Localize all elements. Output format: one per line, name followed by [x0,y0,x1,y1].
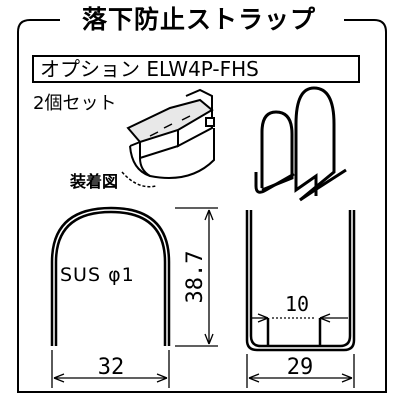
quantity-note: 2個セット [33,93,117,114]
dimension-front-width-label: 32 [98,355,125,380]
option-model-box: オプション ELW4P-FHS [32,55,360,83]
install-leader-line [121,171,157,188]
outer-frame [17,19,387,393]
strap-side-view [245,210,356,352]
dimension-height-label: 38.7 [183,251,208,304]
dimension-inner-width-label: 10 [285,292,309,316]
install-view-label: 装着図 [70,172,119,191]
material-spec-label: SUS φ1 [60,264,135,286]
diagram-title: 落下防止ストラップ [64,4,334,36]
dimension-lines [51,207,355,388]
strap-perspective-view [254,86,347,202]
dimension-side-width-label: 29 [287,355,314,380]
installed-view-illustration [126,88,215,179]
strap-front-view [50,206,171,346]
